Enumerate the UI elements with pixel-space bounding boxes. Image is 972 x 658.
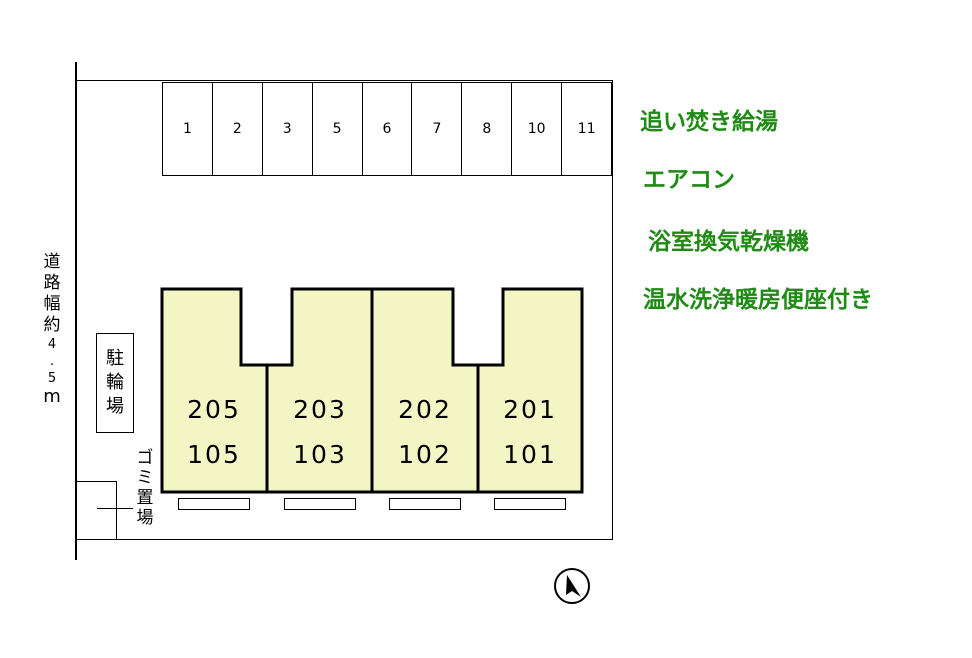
garbage-label-char: ゴ [136,448,154,468]
amenity-air-conditioner: エアコン [643,167,735,193]
unit-upper-number: 203 [293,395,347,424]
unit-lower-number: 103 [293,440,347,469]
balcony [389,498,461,510]
balcony [494,498,566,510]
unit-lower-number: 102 [398,440,452,469]
unit-upper-number: 202 [398,395,452,424]
unit-upper-number: 205 [187,395,241,424]
parking-space: 10 [512,83,563,175]
site-bottom-line [77,539,613,540]
garbage-divider [116,495,117,525]
road-edge-line [75,62,77,560]
bicycle-parking-char: 輪 [106,372,124,393]
bicycle-parking-char: 場 [106,396,124,417]
road-width-label: 道 路 幅 約 4 . 5 m [38,252,66,407]
bicycle-parking: 駐 輪 場 [96,333,134,433]
parking-row: 1 2 3 5 6 7 8 10 11 [162,82,612,176]
north-arrow-icon [554,568,590,604]
road-label-char: 約 [43,315,61,335]
unit-lower-number: 101 [503,440,557,469]
road-label-char: 道 [43,252,61,272]
unit-upper-number: 201 [503,395,557,424]
parking-space: 2 [213,83,263,175]
parking-space: 6 [363,83,413,175]
garbage-area-label: ゴ ミ 置 場 [134,448,156,528]
garbage-divider [97,508,133,509]
road-width-digit: 4 [47,337,57,352]
site-top-line [77,80,613,81]
road-width-digit: 5 [47,371,57,386]
balcony [178,498,250,510]
road-width-unit: m [43,386,61,407]
site-right-line [612,80,613,540]
parking-space: 7 [412,83,463,175]
road-width-digit: . [49,354,55,369]
garbage-label-char: ミ [136,468,154,488]
amenity-reheat-bath: 追い焚き給湯 [640,109,778,135]
parking-space: 3 [263,83,313,175]
balcony [284,498,356,510]
garbage-label-char: 置 [136,488,154,508]
parking-space: 1 [163,83,213,175]
road-label-char: 幅 [43,294,61,314]
road-label-char: 路 [43,273,61,293]
parking-space: 5 [313,83,363,175]
bicycle-parking-char: 駐 [106,348,124,369]
parking-space: 11 [577,121,596,137]
amenity-heated-toilet-seat: 温水洗浄暖房便座付き [643,287,873,313]
amenity-bathroom-dryer: 浴室換気乾燥機 [648,229,809,255]
parking-space: 8 [462,83,513,175]
unit-lower-number: 105 [187,440,241,469]
garbage-label-char: 場 [136,508,154,528]
